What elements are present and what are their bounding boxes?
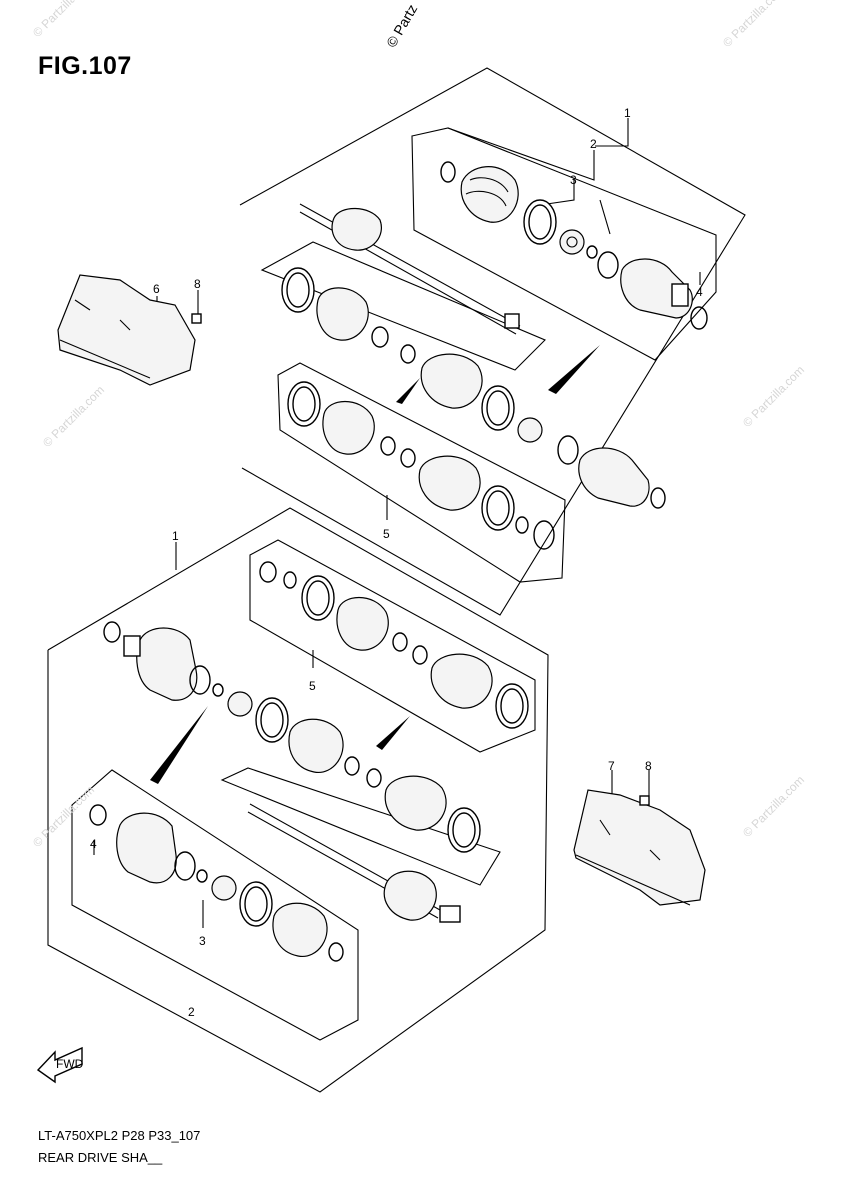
guard-part bbox=[57, 274, 196, 386]
clamp-part-b1 bbox=[283, 571, 297, 589]
frame-2-bottom bbox=[71, 769, 359, 1041]
shaft-spline-end bbox=[504, 313, 520, 329]
clamp-part-5 bbox=[400, 448, 416, 468]
fwd-label: FWD bbox=[56, 1057, 84, 1071]
hub-part-b2 bbox=[116, 812, 177, 884]
callout-8-top: 8 bbox=[194, 277, 201, 291]
forward-arrow-icon: FWD bbox=[36, 1046, 84, 1084]
callout-6-top: 6 bbox=[153, 282, 160, 296]
direction-arrow-2 bbox=[396, 378, 420, 404]
boot-clamp-part bbox=[440, 161, 456, 183]
direction-arrow-4 bbox=[376, 716, 410, 750]
spline-stub-part bbox=[671, 283, 689, 307]
hub-part-b1 bbox=[136, 627, 198, 701]
clamp-part-2 bbox=[371, 326, 389, 348]
callout-2-bottom: 2 bbox=[188, 1005, 195, 1019]
clamp-part-3 bbox=[400, 344, 416, 364]
ring-part bbox=[557, 435, 579, 465]
bearing-part-b1 bbox=[227, 691, 253, 717]
frame-outer-bottom bbox=[47, 507, 549, 1093]
circlip-part bbox=[597, 251, 619, 279]
bottom-assembly: 1 2 3 4 5 7 8 bbox=[36, 507, 706, 1093]
outer-housing-part-2 bbox=[578, 447, 650, 507]
snap-ring-part bbox=[586, 245, 598, 259]
boot-part bbox=[460, 166, 519, 223]
boot-part-b3 bbox=[288, 718, 344, 773]
frame-shaft-bottom bbox=[220, 767, 501, 886]
frame-5-bottom bbox=[249, 539, 536, 753]
callout-4-top: 4 bbox=[696, 285, 703, 299]
direction-arrow-3 bbox=[150, 706, 208, 784]
bearing-part-b2 bbox=[211, 875, 237, 901]
ring-part-b5 bbox=[174, 851, 196, 881]
callout-7-bottom: 7 bbox=[608, 759, 615, 773]
callout-5-bottom: 5 bbox=[309, 679, 316, 693]
ring-part-b4 bbox=[89, 804, 107, 826]
boot-part-b2 bbox=[430, 653, 493, 709]
section-name: REAR DRIVE SHA__ bbox=[38, 1150, 163, 1165]
figure-title: FIG.107 bbox=[38, 52, 132, 80]
boot-part-2 bbox=[316, 287, 369, 341]
shaft-spline-end-b bbox=[439, 905, 461, 923]
clamp-part-6 bbox=[515, 516, 529, 534]
model-code: LT-A750XPL2 P28 P33_107 bbox=[38, 1128, 201, 1143]
frame-outer-top bbox=[239, 67, 746, 616]
clamp-part-b3 bbox=[412, 645, 428, 665]
clamp-part-b2 bbox=[392, 632, 408, 652]
ring-part-b1 bbox=[259, 561, 277, 583]
spline-stub-b1 bbox=[123, 635, 141, 657]
retaining-ring-part bbox=[690, 306, 708, 330]
snap-ring-b1 bbox=[212, 683, 224, 697]
boot-part-b4 bbox=[384, 775, 447, 831]
bolt-part-b bbox=[639, 795, 650, 806]
ring-part-3 bbox=[533, 520, 555, 550]
callout-3-top: 3 bbox=[570, 173, 577, 187]
frame-shaft-top bbox=[260, 241, 546, 371]
callout-1-bottom: 1 bbox=[172, 529, 179, 543]
callout-5-top: 5 bbox=[383, 527, 390, 541]
inner-joint-part bbox=[331, 207, 382, 251]
inner-joint-part-b bbox=[383, 870, 437, 921]
clamp-part-4 bbox=[380, 436, 396, 456]
bolt-part bbox=[191, 313, 202, 324]
boot-part-b1 bbox=[336, 597, 389, 651]
callout-8-bottom: 8 bbox=[645, 759, 652, 773]
top-assembly: 1 2 3 4 5 6 8 bbox=[57, 67, 746, 616]
boot-part-4 bbox=[322, 401, 375, 455]
boot-part-b5 bbox=[272, 902, 328, 957]
callout-4-bottom: 4 bbox=[90, 837, 97, 851]
bearing-cage-part bbox=[559, 229, 585, 255]
boot-part-3 bbox=[420, 353, 483, 409]
clamp-part-b5 bbox=[366, 768, 382, 788]
direction-arrow bbox=[548, 345, 600, 394]
callout-3-bottom: 3 bbox=[199, 934, 206, 948]
ring-part-b2 bbox=[103, 621, 121, 643]
clamp-part-b6 bbox=[328, 942, 344, 962]
callout-2-top: 2 bbox=[590, 137, 597, 151]
boot-part-5 bbox=[418, 455, 481, 511]
bearing-part bbox=[517, 417, 543, 443]
ring-part-b3 bbox=[189, 665, 211, 695]
clamp-part-b4 bbox=[344, 756, 360, 776]
snap-ring-b2 bbox=[196, 869, 208, 883]
callout-1-top: 1 bbox=[624, 106, 631, 120]
guard-part-b bbox=[573, 789, 706, 906]
ring-part-2 bbox=[650, 487, 666, 509]
frame-5-top bbox=[277, 362, 566, 583]
